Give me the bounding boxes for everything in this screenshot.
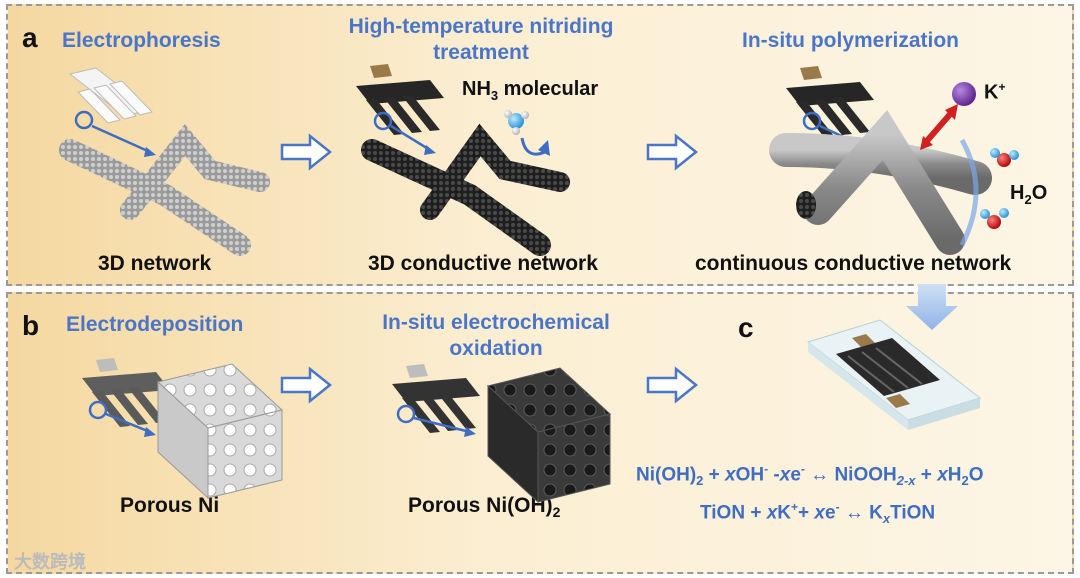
k-ion-label: K+ (984, 80, 1006, 104)
black-3d-network (361, 123, 570, 256)
equation-tion: TiON + xK++ xe- ↔ KxTiON (700, 500, 936, 527)
water-molecule-icon-2 (980, 208, 1009, 229)
nh3-label: NH3 molecular (462, 78, 599, 103)
polymerization-title: In-situ polymerization (742, 29, 960, 52)
k-ion-icon (952, 82, 976, 106)
zoom-arrow-5 (413, 416, 471, 434)
water-molecule-icon-1 (990, 148, 1019, 167)
process-arrow-a2 (646, 133, 699, 171)
3d-conductive-network-caption: 3D conductive network (368, 252, 598, 275)
dark-electrode-icon-3 (392, 364, 480, 433)
nitriding-title: High-temperature nitriding treatment (348, 15, 614, 64)
porous-nioh2-caption: Porous Ni(OH)2 (408, 494, 561, 521)
electrodeposition-title: Electrodeposition (66, 313, 244, 336)
magnifier-circle-3 (802, 111, 822, 131)
polymer-coated-rods (769, 110, 992, 255)
zoom-arrow-4 (105, 412, 151, 434)
electrophoresis-title: Electrophoresis (62, 29, 221, 52)
gray-electrode-icon (82, 358, 170, 427)
device-icon (806, 319, 982, 430)
double-headed-red-arrow (920, 104, 958, 150)
nh3-curved-arrow (520, 137, 546, 156)
zoom-arrow-1 (91, 124, 151, 154)
panel-a-letter: a (22, 22, 38, 53)
gray-3d-network (59, 124, 270, 256)
process-arrow-b1 (280, 366, 333, 404)
magnifier-circle-5 (396, 404, 416, 424)
process-arrow-b2 (646, 366, 699, 404)
magnifier-circle-2 (373, 111, 393, 131)
magnifier-circle-4 (88, 400, 108, 420)
continuous-network-caption: continuous conductive network (695, 252, 1012, 275)
dark-electrode-icon (356, 64, 444, 135)
panel-b-letter: b (22, 310, 40, 341)
h2o-label: H2O (1010, 182, 1048, 207)
process-arrow-a1 (280, 133, 333, 171)
panel-c-letter: c (738, 312, 754, 343)
porous-ni-caption: Porous Ni (120, 494, 220, 517)
down-arrow (906, 284, 958, 330)
nh3-molecule-icon (504, 110, 529, 135)
porous-ni-block (156, 363, 284, 500)
3d-network-caption: 3D network (98, 252, 212, 275)
watermark: 大数跨境 (14, 552, 86, 572)
zoom-arrow-2 (390, 124, 431, 152)
interface-arc (959, 138, 979, 247)
dark-electrode-icon-2 (786, 66, 874, 137)
magnifier-circle-1 (74, 110, 94, 130)
equation-nioh2: Ni(OH)2 + xOH- -xe- ↔ NiOOH2-x + xH2O (636, 462, 984, 489)
white-electrode-icon (68, 67, 153, 124)
oxidation-title: In-situ electrochemical oxidation (382, 311, 610, 360)
porous-nioh2-block (486, 367, 612, 504)
